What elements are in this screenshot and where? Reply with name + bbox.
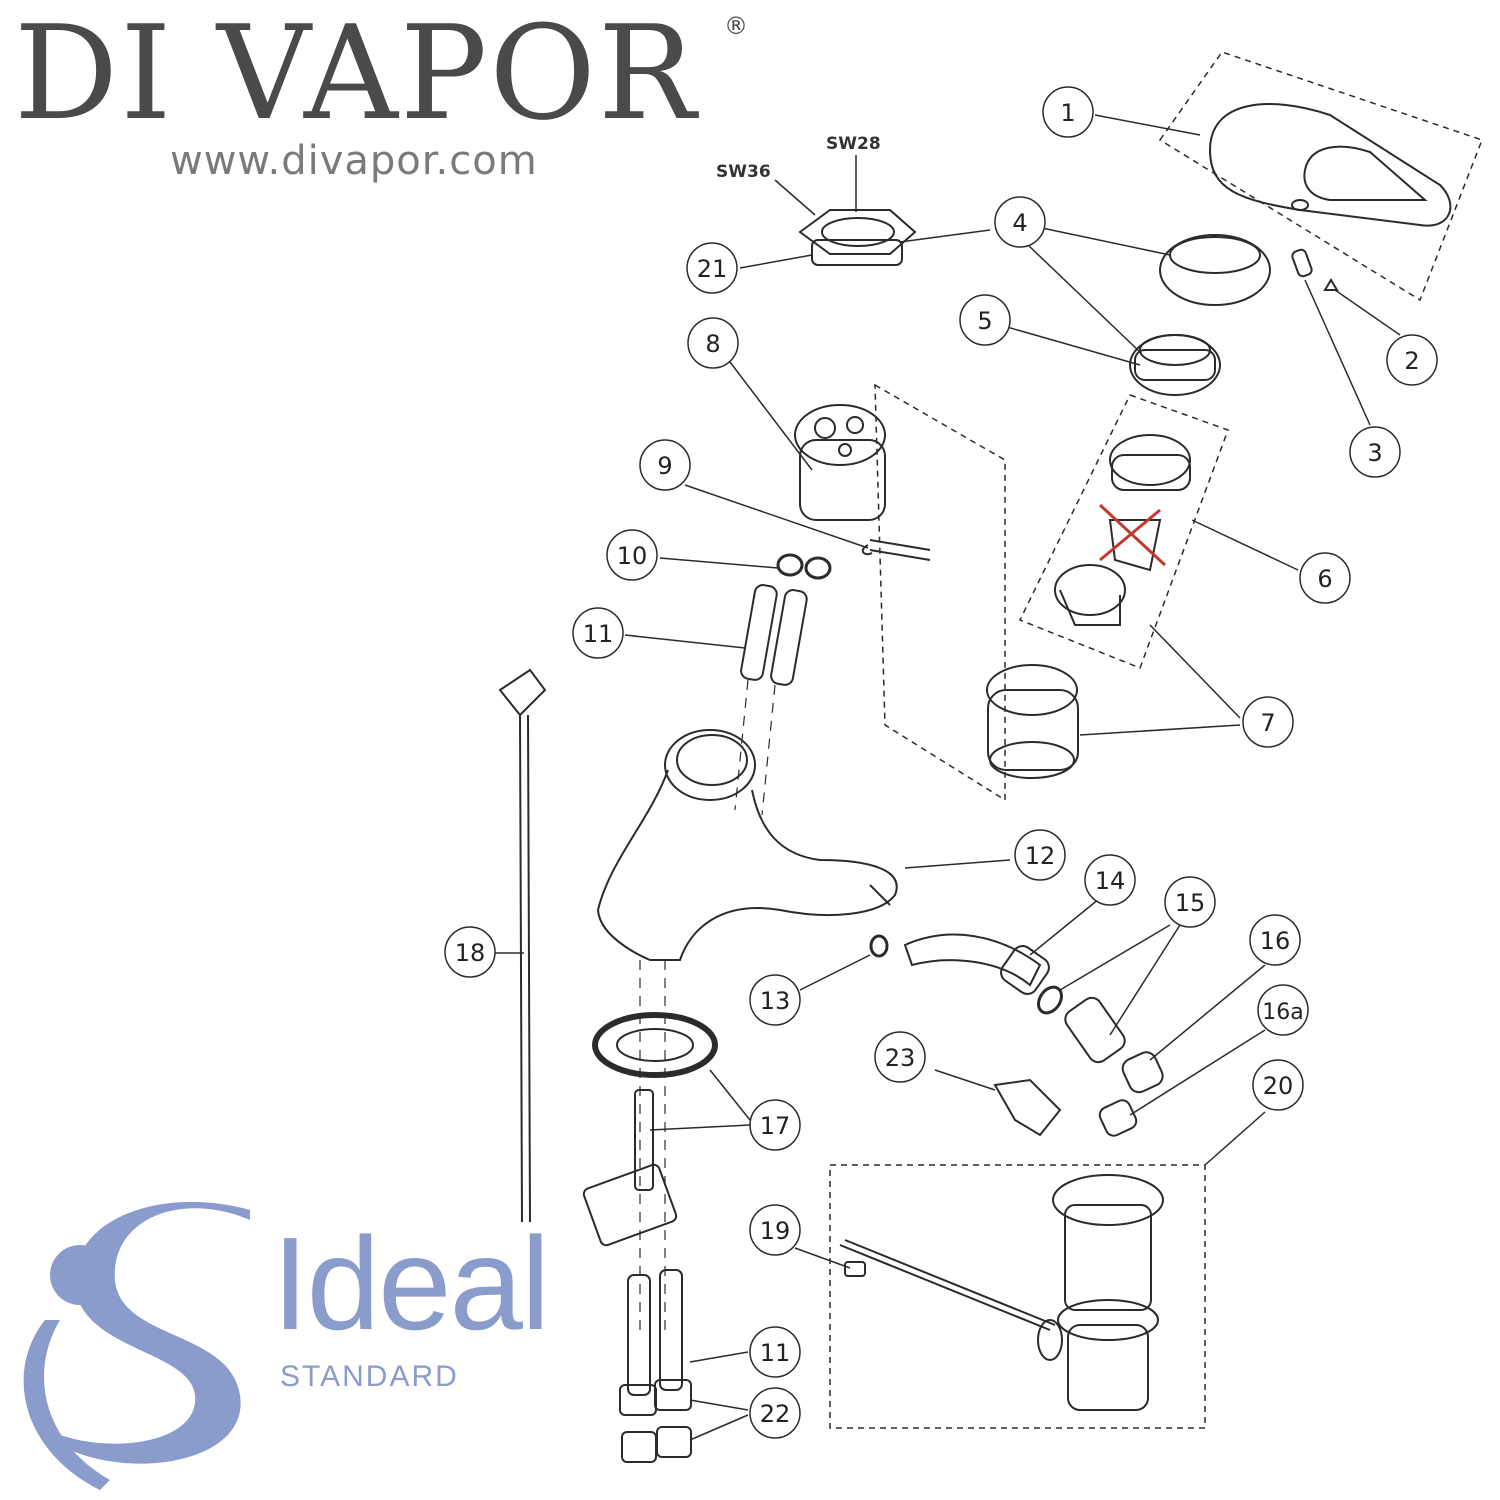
hoses-upper: [740, 584, 808, 686]
clip-9: [861, 539, 931, 561]
swivel-14: [903, 933, 1042, 987]
callout-layer: 123456789101111121314151616a171819202122…: [444, 86, 1438, 1439]
callout-5: 5: [959, 294, 1011, 346]
callout-16: 16: [1249, 914, 1301, 966]
callout-11: 11: [572, 607, 624, 659]
callout-label: 11: [583, 620, 614, 648]
callout-label: 10: [617, 542, 648, 570]
callout-4: 4: [994, 196, 1046, 248]
tag-sw28: SW28: [826, 134, 881, 154]
callout-13: 13: [749, 974, 801, 1026]
key-23: [993, 1078, 1062, 1137]
callout-label: 4: [1012, 209, 1027, 237]
callout-label: 2: [1404, 347, 1419, 375]
grub-screw-3: [1291, 248, 1313, 278]
callout-8: 8: [687, 317, 739, 369]
callout-label: 16: [1260, 927, 1291, 955]
callout-1: 1: [1042, 86, 1094, 138]
callout-18: 18: [444, 926, 496, 978]
callout-12: 12: [1014, 829, 1066, 881]
callout-label: 22: [760, 1400, 791, 1428]
cartridge-box: [874, 383, 1006, 802]
callout-2: 2: [1386, 334, 1438, 386]
gasket-17: [592, 1012, 718, 1078]
callout-label: 21: [697, 255, 728, 283]
callout-10: 10: [606, 529, 658, 581]
callout-label: 14: [1095, 867, 1126, 895]
callout-label: 18: [455, 939, 486, 967]
rod-19: [839, 1244, 1051, 1331]
callout-7: 7: [1242, 696, 1294, 748]
callout-label: 15: [1175, 889, 1206, 917]
leader-lines: [495, 114, 1401, 1441]
callout-label: 13: [760, 987, 791, 1015]
lever-handle: [1208, 103, 1452, 227]
cross-mark: [1098, 503, 1167, 567]
callout-21: 21: [686, 242, 738, 294]
callout-6: 6: [1299, 552, 1351, 604]
cover-cap: [1159, 234, 1271, 306]
tag-sw36: SW36: [716, 162, 771, 182]
callout-3: 3: [1349, 426, 1401, 478]
ideal-standard-logo-mark: [23, 1201, 250, 1490]
screw-2: [1323, 278, 1339, 291]
callout-17: 17: [749, 1099, 801, 1151]
handle-group-box: [1158, 51, 1483, 302]
hex-nut-21: [798, 209, 917, 266]
cartridge-head-8: [794, 404, 886, 521]
callout-label: 11: [760, 1339, 791, 1367]
callout-label: 6: [1317, 565, 1332, 593]
callout-label: 19: [760, 1217, 791, 1245]
callout-label: 7: [1260, 709, 1275, 737]
callout-label: 8: [705, 330, 720, 358]
callout-15: 15: [1164, 876, 1216, 928]
callout-label: 17: [760, 1112, 791, 1140]
callout-label: 12: [1025, 842, 1056, 870]
callout-19: 19: [749, 1204, 801, 1256]
callout-14: 14: [1084, 854, 1136, 906]
callout-23: 23: [874, 1031, 926, 1083]
callout-20: 20: [1252, 1059, 1304, 1111]
callout-label: 9: [657, 452, 672, 480]
cartridge-7: [986, 664, 1079, 779]
callout-16a: 16a: [1257, 984, 1309, 1036]
oring-13: [869, 934, 889, 958]
callout-label: 3: [1367, 439, 1382, 467]
logo-sub: STANDARD: [280, 1360, 459, 1393]
brand-url: www.divapor.com: [170, 138, 538, 184]
callout-label: 1: [1060, 99, 1075, 127]
waste-20: [1037, 1174, 1164, 1411]
registered-mark: ®: [724, 12, 748, 40]
waste-box: [829, 1164, 1206, 1429]
callout-9: 9: [639, 439, 691, 491]
callout-label: 5: [977, 307, 992, 335]
logo-word: Ideal: [272, 1210, 550, 1357]
pull-rod-18: [498, 668, 547, 717]
callout-label: 20: [1263, 1072, 1294, 1100]
callout-11: 11: [749, 1326, 801, 1378]
cartridge-parts-box: [1018, 394, 1229, 669]
brand-title: DI VAPOR: [14, 0, 698, 149]
callout-22: 22: [749, 1387, 801, 1439]
callout-label: 23: [885, 1044, 916, 1072]
callout-label: 16a: [1262, 1000, 1303, 1025]
hoses-lower: [619, 1269, 692, 1463]
tap-body-12: [596, 729, 898, 961]
